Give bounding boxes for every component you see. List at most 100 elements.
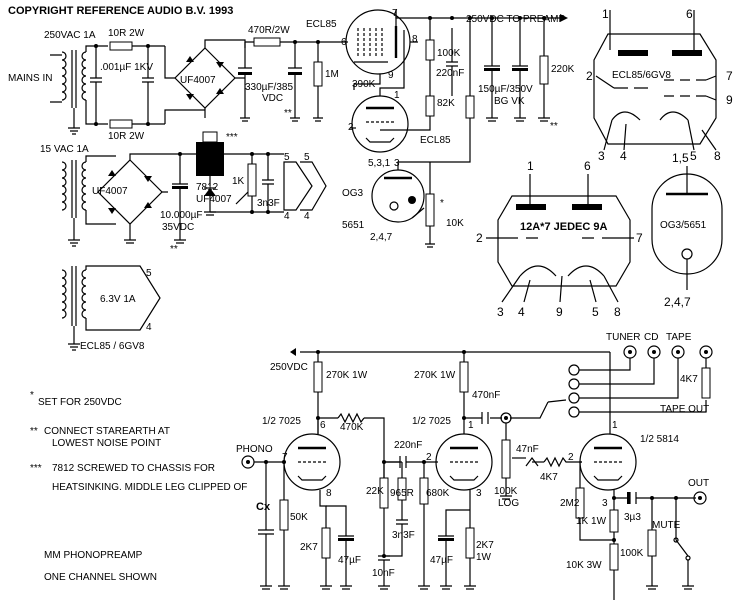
svg-text:ECL85/6GV8: ECL85/6GV8 (612, 70, 671, 81)
r-100k-out-label: 100K (620, 548, 644, 559)
svg-text:9: 9 (726, 93, 733, 107)
r-2k7b-watt-label: 1W (476, 552, 492, 563)
svg-text:5: 5 (690, 149, 697, 163)
svg-text:8: 8 (614, 305, 621, 319)
svg-text:2: 2 (476, 231, 483, 245)
svg-text:OG3: OG3 (342, 188, 364, 199)
c-220n-label: 220nF (436, 68, 464, 79)
r-10k3w-label: 10K 3W (566, 560, 602, 571)
r-2k7b-label: 2K7 (476, 540, 494, 551)
svg-text:470R/2W: 470R/2W (248, 25, 290, 36)
mains-in-label: MAINS IN (8, 73, 52, 84)
svg-text:7: 7 (392, 8, 398, 19)
svg-text:1/2 7025: 1/2 7025 (262, 416, 301, 427)
r-4k7a-label: 4K7 (540, 472, 558, 483)
r-2k7a-label: 2K7 (300, 542, 318, 553)
note-asterisk: * (30, 390, 34, 401)
svg-text:8: 8 (714, 149, 721, 163)
r2-270k-label: 270K 1W (414, 370, 456, 381)
svg-text:10R 2W: 10R 2W (108, 28, 145, 39)
svg-text:2,4,7: 2,4,7 (664, 295, 691, 309)
phono-jack-label: PHONO (236, 444, 273, 455)
r-1k-label: 1K (232, 176, 245, 187)
r-390k-label: 390K (352, 79, 376, 90)
svg-text:1: 1 (468, 420, 474, 431)
copyright-text: COPYRIGHT REFERENCE AUDIO B.V. 1993 (8, 5, 233, 17)
note-mm-phono: MM PHONOPREAMP (44, 550, 143, 561)
svg-text:2: 2 (586, 69, 593, 83)
svg-text:**: ** (284, 108, 292, 119)
mute-label: MUTE (652, 520, 681, 531)
svg-text:1/2 7025: 1/2 7025 (412, 416, 451, 427)
svg-text:2: 2 (568, 452, 574, 463)
svg-text:OG3/5651: OG3/5651 (660, 220, 707, 231)
r-4k7b-label: 4K7 (680, 374, 698, 385)
r-1m-label: 1M (325, 69, 339, 80)
svg-text:5: 5 (304, 152, 310, 163)
svg-text:10R 2W: 10R 2W (108, 131, 145, 142)
svg-text:ECL85 / 6GV8: ECL85 / 6GV8 (80, 341, 145, 352)
jedec-9a-pinout-diagram: 1 6 2 7 3 4 9 5 8 12A*7 JEDEC 9A (476, 159, 643, 319)
svg-text:5: 5 (146, 268, 152, 279)
cd-label: CD (644, 332, 658, 343)
svg-text:3: 3 (394, 158, 400, 169)
c-3n3b-label: 3n3F (392, 530, 415, 541)
svg-text:*: * (440, 198, 444, 209)
t1-secondary-label: 250VAC 1A (44, 30, 96, 41)
svg-text:1: 1 (527, 159, 534, 173)
c-330-sublabel: VDC (262, 93, 283, 104)
note-set-250: SET FOR 250VDC (38, 397, 122, 408)
svg-text:5651: 5651 (342, 220, 365, 231)
cx-label: Cx (256, 501, 271, 513)
svg-text:1: 1 (394, 90, 400, 101)
tape-out-label: TAPE OUT (660, 404, 709, 415)
pot-log-label: LOG (498, 498, 519, 509)
svg-text:5: 5 (592, 305, 599, 319)
svg-text:***: *** (226, 132, 238, 143)
svg-text:2,4,7: 2,4,7 (370, 232, 393, 243)
note-starearth-2: LOWEST NOISE POINT (52, 438, 161, 449)
svg-text:8: 8 (412, 34, 418, 45)
svg-text:4: 4 (146, 322, 152, 333)
out-label: OUT (688, 478, 709, 489)
svg-text:2: 2 (426, 452, 432, 463)
ecl85-pinout-diagram: 1 6 2 7 9 3 4 5 8 ECL85/6GV8 (586, 7, 733, 163)
og3-reference-tube: OG3 5651 2,4,7 5,3,1 (342, 158, 425, 243)
r-50k-label: 50K (290, 512, 308, 523)
svg-text:UF4007: UF4007 (92, 186, 128, 197)
svg-text:**: ** (170, 244, 178, 255)
svg-text:7: 7 (282, 452, 288, 463)
note-7812-1: 7812 SCREWED TO CHASSIS FOR (52, 463, 215, 474)
ecl85-pentode: ECL85 67 89 (306, 8, 418, 81)
svg-text:6: 6 (320, 420, 326, 431)
ecl85-bottom-label: ECL85 (420, 135, 451, 146)
pot-10k-label: 10K (446, 218, 464, 229)
note-one-channel: ONE CHANNEL SHOWN (44, 572, 157, 583)
diode-lv-label: UF4007 (196, 194, 232, 205)
svg-text:4: 4 (304, 211, 310, 222)
c-47b-label: 47µF (430, 555, 453, 566)
og3-pinout-diagram: OG3/5651 1,5 2,4,7 (651, 151, 723, 309)
svg-text:8: 8 (326, 488, 332, 499)
c-150-label: 150µF/350V (478, 84, 533, 95)
svg-text:1/2 5814: 1/2 5814 (640, 434, 679, 445)
svg-text:5,3,1: 5,3,1 (368, 158, 391, 169)
r-680k-label: 680K (426, 488, 450, 499)
svg-text:3: 3 (476, 488, 482, 499)
rail-label: 250VDC TO PREAMP (466, 14, 565, 25)
tuner-label: TUNER (606, 332, 640, 343)
svg-text:4: 4 (284, 211, 290, 222)
input-selector[interactable]: TUNER CD TAPE 4K7 TAPE OUT (510, 332, 713, 419)
r-470r: 470R/2W (248, 25, 290, 47)
svg-text:***: *** (30, 463, 42, 474)
svg-text:**: ** (550, 121, 558, 132)
svg-text:3: 3 (497, 305, 504, 319)
preamp-rail-label: 250VDC (270, 362, 308, 373)
note-starearth-1: CONNECT STAREARTH AT (44, 426, 170, 437)
r-10r-bottom: 10R 2W (108, 119, 145, 142)
svg-text:9: 9 (556, 305, 563, 319)
svg-text:12A*7 JEDEC 9A: 12A*7 JEDEC 9A (520, 221, 607, 233)
svg-text:ECL85: ECL85 (306, 19, 337, 30)
c-3n3-label: 3n3F (257, 198, 280, 209)
